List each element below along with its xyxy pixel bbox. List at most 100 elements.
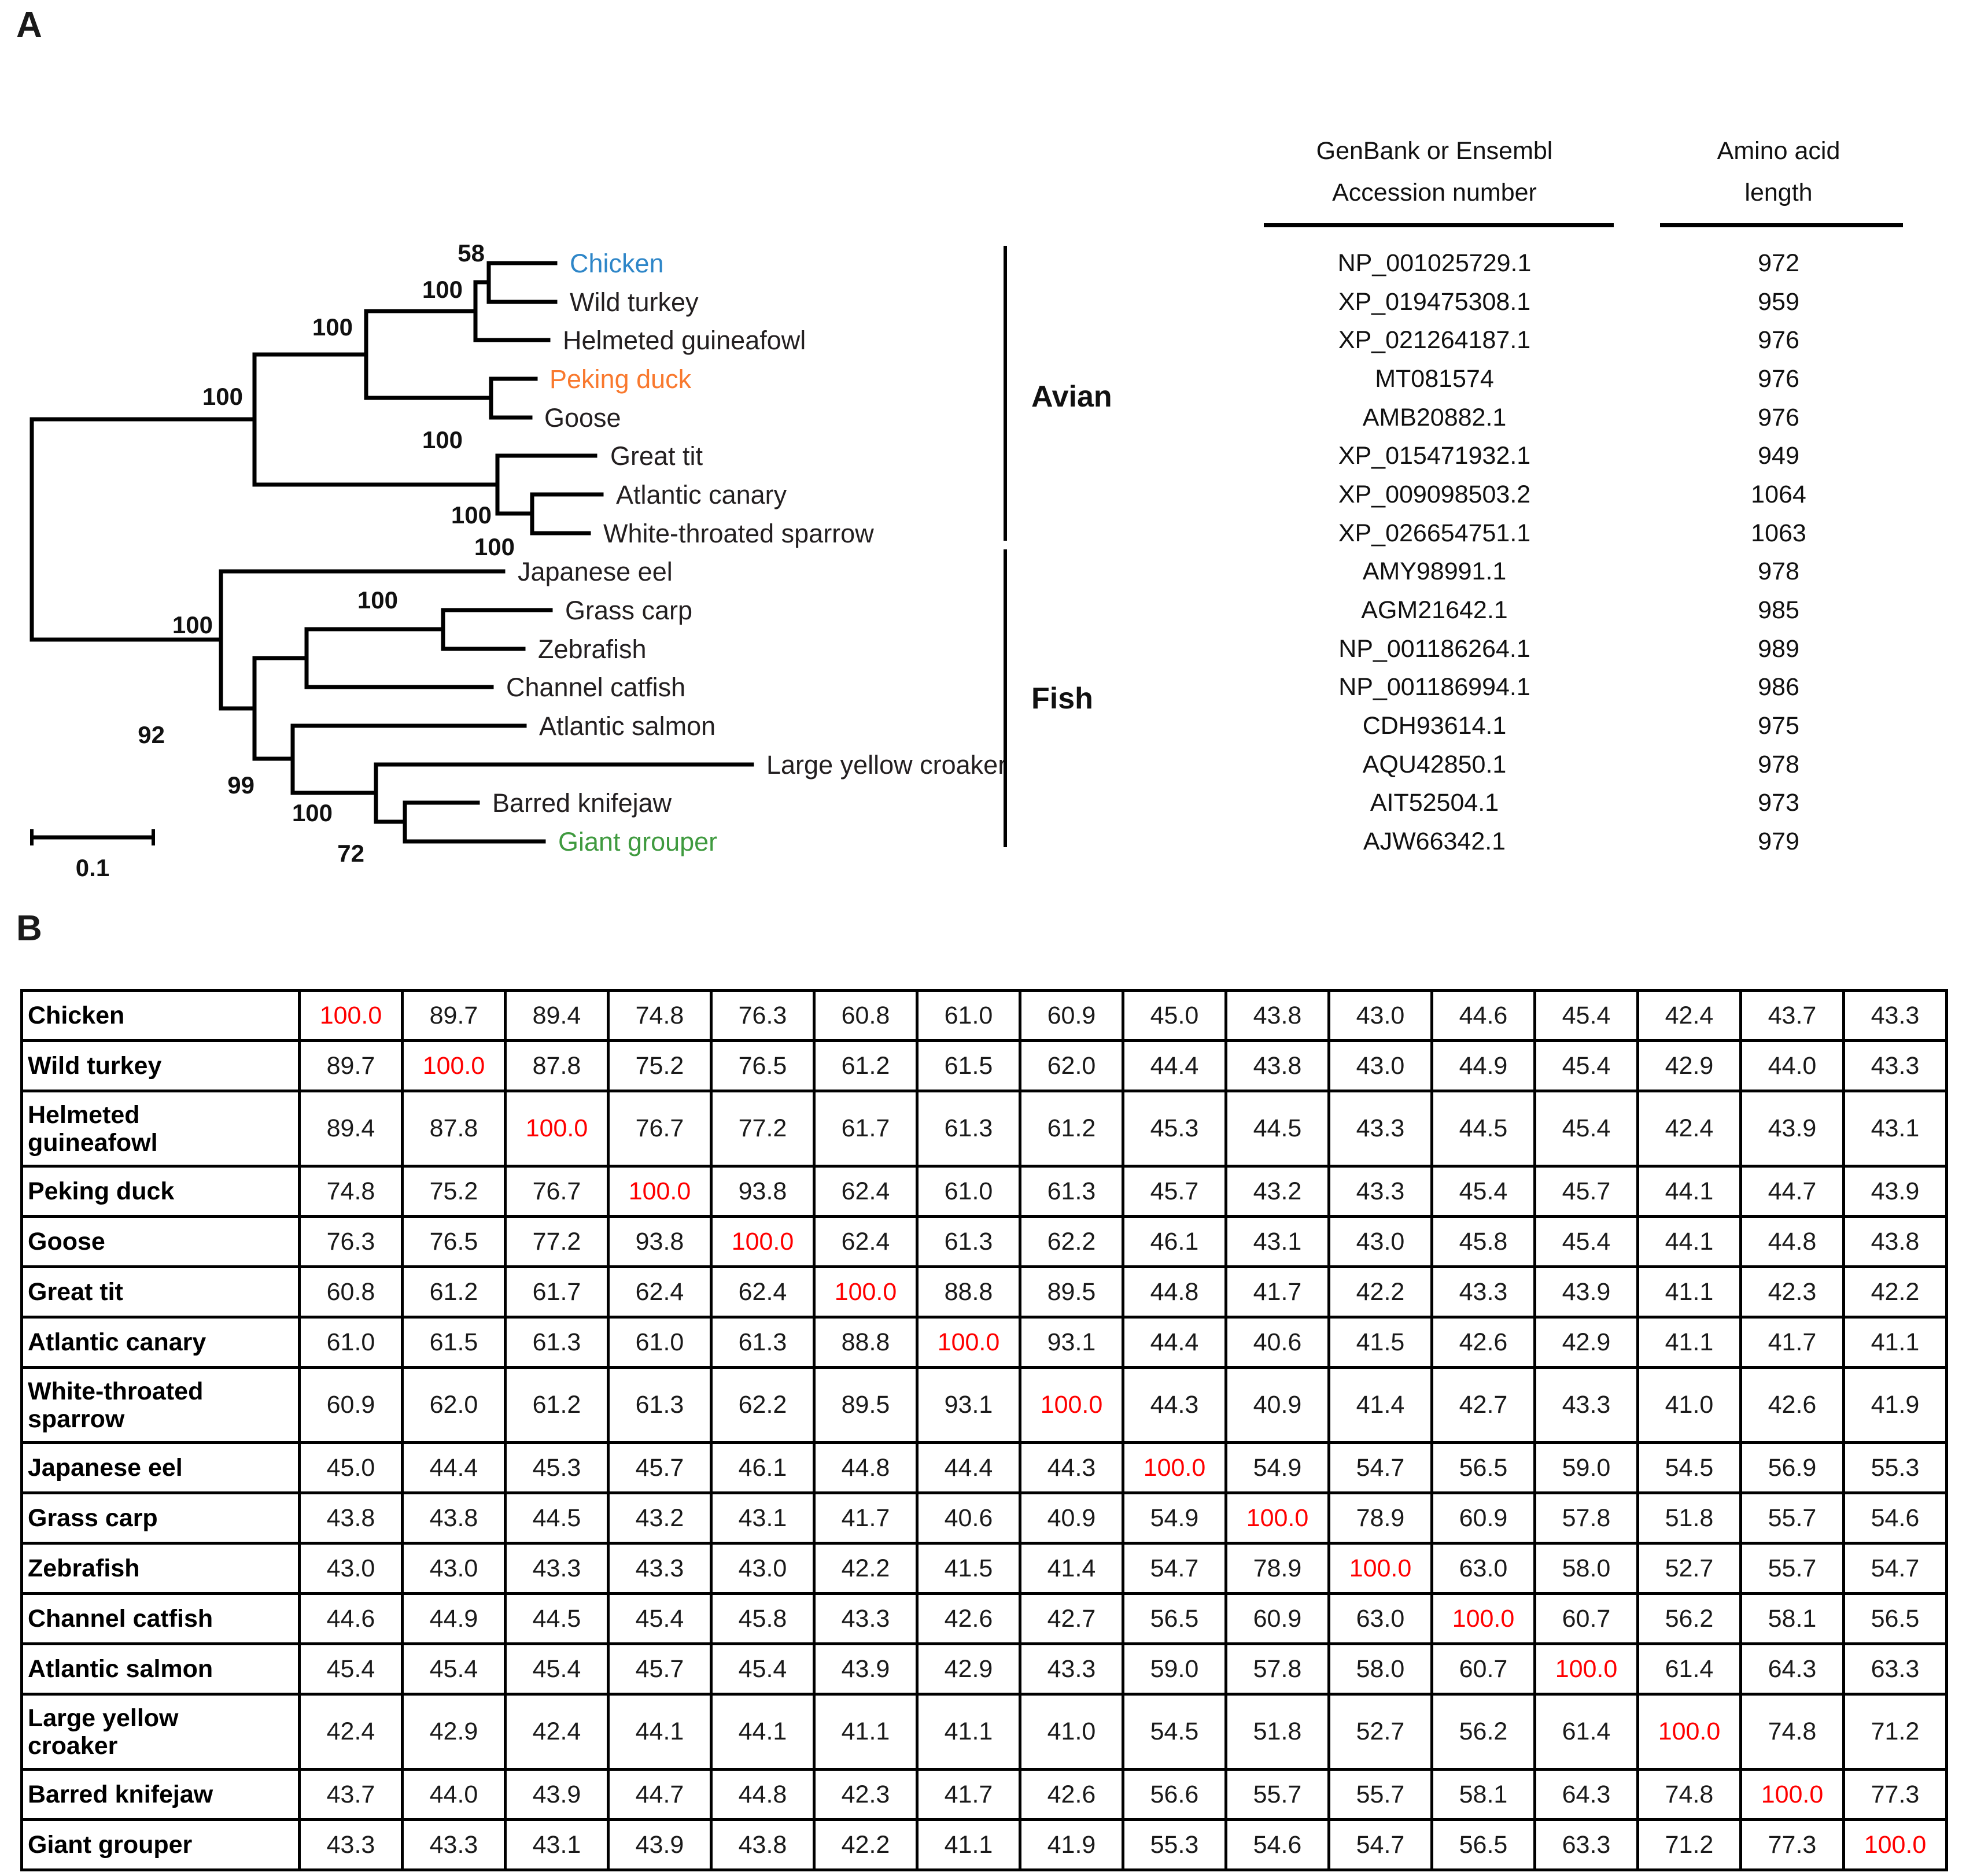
matrix-cell: 41.9 bbox=[1842, 1366, 1948, 1444]
matrix-cell: 58.1 bbox=[1430, 1768, 1536, 1821]
tree-leaf-label-white-throated-sparrow: White-throated sparrow bbox=[603, 519, 874, 548]
matrix-cell: 87.8 bbox=[401, 1090, 507, 1168]
matrix-cell: 44.5 bbox=[504, 1592, 610, 1645]
matrix-cell: 93.8 bbox=[710, 1165, 816, 1218]
matrix-cell: 40.9 bbox=[1224, 1366, 1330, 1444]
matrix-cell: 77.2 bbox=[710, 1090, 816, 1168]
tree-leaf-label-wild-turkey: Wild turkey bbox=[570, 287, 699, 317]
matrix-cell: 61.0 bbox=[607, 1316, 713, 1369]
matrix-cell: 45.4 bbox=[710, 1642, 816, 1696]
matrix-cell: 45.4 bbox=[1533, 1090, 1639, 1168]
matrix-cell: 54.6 bbox=[1224, 1818, 1330, 1871]
matrix-cell: 43.7 bbox=[298, 1768, 404, 1821]
matrix-cell: 76.3 bbox=[710, 989, 816, 1042]
length-value: 976 bbox=[1758, 404, 1799, 431]
matrix-cell: 59.0 bbox=[1533, 1441, 1639, 1494]
matrix-cell: 89.7 bbox=[401, 989, 507, 1042]
matrix-cell: 42.2 bbox=[1842, 1265, 1948, 1319]
matrix-cell: 45.4 bbox=[401, 1642, 507, 1696]
matrix-cell: 100.0 bbox=[1533, 1642, 1639, 1696]
matrix-cell: 42.9 bbox=[916, 1642, 1021, 1696]
matrix-cell: 55.7 bbox=[1327, 1768, 1433, 1821]
matrix-cell: 45.8 bbox=[710, 1592, 816, 1645]
matrix-cell: 76.5 bbox=[710, 1039, 816, 1092]
matrix-cell: 43.2 bbox=[1224, 1165, 1330, 1218]
matrix-cell: 43.8 bbox=[401, 1491, 507, 1545]
matrix-cell: 100.0 bbox=[1636, 1693, 1742, 1771]
matrix-cell: 74.8 bbox=[1739, 1693, 1845, 1771]
accession-value: XP_026654751.1 bbox=[1338, 519, 1531, 547]
matrix-cell: 43.3 bbox=[504, 1542, 610, 1595]
accession-value: NP_001186264.1 bbox=[1338, 635, 1530, 663]
matrix-cell: 56.9 bbox=[1739, 1441, 1845, 1494]
matrix-cell: 45.4 bbox=[1430, 1165, 1536, 1218]
accession-header-underline bbox=[1264, 223, 1614, 227]
accession-value: XP_021264187.1 bbox=[1338, 326, 1531, 354]
matrix-cell: 89.5 bbox=[813, 1366, 919, 1444]
matrix-cell: 44.9 bbox=[401, 1592, 507, 1645]
matrix-cell: 61.2 bbox=[504, 1366, 610, 1444]
matrix-cell: 42.2 bbox=[1327, 1265, 1433, 1319]
matrix-cell: 45.3 bbox=[1122, 1090, 1227, 1168]
tree-leaf-label-zebrafish: Zebrafish bbox=[538, 634, 647, 664]
matrix-cell: 45.3 bbox=[504, 1441, 610, 1494]
matrix-cell: 61.0 bbox=[298, 1316, 404, 1369]
matrix-cell: 46.1 bbox=[1122, 1215, 1227, 1268]
accession-header-line1: GenBank or Ensembl bbox=[1316, 137, 1553, 165]
group-divider-avian bbox=[1004, 246, 1007, 541]
matrix-cell: 43.9 bbox=[607, 1818, 713, 1871]
matrix-cell: 43.3 bbox=[813, 1592, 919, 1645]
tree-leaf-label-atlantic-salmon: Atlantic salmon bbox=[539, 711, 715, 741]
length-column-header: Amino acid length bbox=[1654, 130, 1903, 213]
matrix-cell: 43.3 bbox=[1327, 1090, 1433, 1168]
matrix-cell: 44.4 bbox=[1122, 1316, 1227, 1369]
length-value: 976 bbox=[1758, 326, 1799, 354]
matrix-cell: 44.6 bbox=[1430, 989, 1536, 1042]
matrix-cell: 45.4 bbox=[607, 1592, 713, 1645]
matrix-cell: 54.5 bbox=[1122, 1693, 1227, 1771]
matrix-cell: 76.5 bbox=[401, 1215, 507, 1268]
accession-column-header: GenBank or Ensembl Accession number bbox=[1249, 130, 1620, 213]
length-header-line1: Amino acid bbox=[1717, 137, 1840, 165]
matrix-cell: 43.0 bbox=[1327, 989, 1433, 1042]
accession-value: XP_019475308.1 bbox=[1338, 288, 1531, 316]
matrix-cell: 44.7 bbox=[607, 1768, 713, 1821]
matrix-cell: 60.9 bbox=[1430, 1491, 1536, 1545]
matrix-cell: 43.1 bbox=[710, 1491, 816, 1545]
matrix-cell: 61.2 bbox=[1019, 1090, 1124, 1168]
matrix-cell: 74.8 bbox=[607, 989, 713, 1042]
matrix-cell: 100.0 bbox=[401, 1039, 507, 1092]
matrix-cell: 43.3 bbox=[1327, 1165, 1433, 1218]
matrix-cell: 40.9 bbox=[1019, 1491, 1124, 1545]
group-label-fish: Fish bbox=[1031, 682, 1093, 715]
matrix-cell: 61.7 bbox=[504, 1265, 610, 1319]
accession-value: AIT52504.1 bbox=[1370, 789, 1499, 817]
matrix-cell: 71.2 bbox=[1842, 1693, 1948, 1771]
matrix-cell: 89.7 bbox=[298, 1039, 404, 1092]
length-header-underline bbox=[1660, 223, 1903, 227]
accession-value: CDH93614.1 bbox=[1362, 712, 1507, 740]
matrix-cell: 41.4 bbox=[1019, 1542, 1124, 1595]
matrix-cell: 43.3 bbox=[1533, 1366, 1639, 1444]
matrix-cell: 42.3 bbox=[813, 1768, 919, 1821]
matrix-cell: 56.6 bbox=[1122, 1768, 1227, 1821]
matrix-cell: 61.2 bbox=[401, 1265, 507, 1319]
matrix-cell: 43.3 bbox=[1842, 989, 1948, 1042]
matrix-cell: 100.0 bbox=[607, 1165, 713, 1218]
length-value: 978 bbox=[1758, 557, 1799, 585]
matrix-cell: 100.0 bbox=[1739, 1768, 1845, 1821]
matrix-cell: 44.9 bbox=[1430, 1039, 1536, 1092]
matrix-cell: 61.5 bbox=[916, 1039, 1021, 1092]
matrix-cell: 42.4 bbox=[504, 1693, 610, 1771]
matrix-cell: 61.0 bbox=[916, 1165, 1021, 1218]
matrix-cell: 89.4 bbox=[298, 1090, 404, 1168]
matrix-cell: 63.0 bbox=[1430, 1542, 1536, 1595]
